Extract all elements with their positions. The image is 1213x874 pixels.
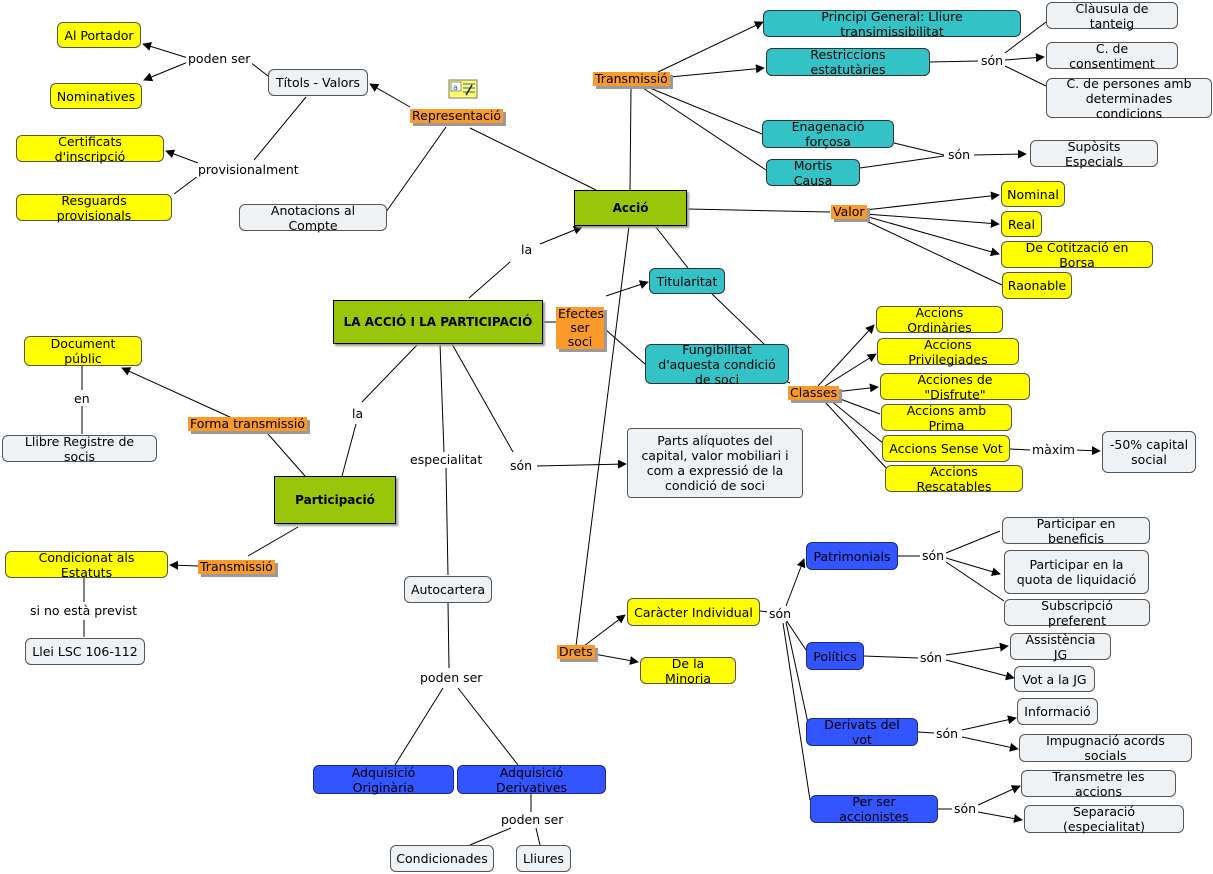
- titularitat-node[interactable]: Titularitat: [649, 268, 725, 294]
- son-derivats-label: són: [934, 726, 961, 741]
- transmetre-node[interactable]: Transmetre les accions: [1021, 769, 1176, 799]
- enagenacio-node[interactable]: Enagenació forçosa: [762, 119, 894, 149]
- acciones-disfrute-node[interactable]: Acciones de "Disfrute": [880, 372, 1030, 402]
- patrimonials-node[interactable]: Patrimonials: [806, 542, 898, 570]
- assistencia-jg-node[interactable]: Assistència JG: [1010, 632, 1111, 662]
- c-persones-node[interactable]: C. de persones amb determinades condicio…: [1046, 76, 1212, 121]
- c-consentiment-node[interactable]: C. de consentiment: [1046, 41, 1178, 71]
- fungibilitat-node[interactable]: Fungibilitat d'aquesta condició de soci: [645, 342, 789, 387]
- nominatives-node[interactable]: Nominatives: [50, 83, 142, 109]
- nominal-node[interactable]: Nominal: [1001, 181, 1065, 207]
- mortis-causa-node[interactable]: Mortis Causa: [766, 158, 860, 188]
- especialitat-label: especialitat: [408, 452, 485, 467]
- accio-node[interactable]: Acció: [574, 190, 687, 226]
- accions-rescatables-node[interactable]: Accions Rescatables: [885, 464, 1023, 494]
- en-label: en: [72, 391, 92, 406]
- la-participacio-label: la: [350, 406, 366, 421]
- text-document-icon[interactable]: a: [448, 79, 478, 99]
- restriccions-node[interactable]: Restriccions estatutàries: [766, 47, 930, 77]
- transmissio-top-label: Transmissió: [593, 71, 670, 86]
- participacio-node[interactable]: Participació: [274, 476, 396, 524]
- llei-lsc-node[interactable]: Llei LSC 106-112: [25, 638, 145, 665]
- participar-quota-node[interactable]: Participar en la quota de liquidació: [1004, 550, 1149, 594]
- participar-beneficis-node[interactable]: Participar en beneficis: [1002, 516, 1150, 546]
- maxim-label: màxim: [1030, 442, 1077, 457]
- adquisicio-originaria-node[interactable]: Adquisició Originària: [313, 765, 454, 795]
- al-portador-node[interactable]: Al Portador: [57, 22, 141, 48]
- son-caracter-label: són: [767, 606, 794, 621]
- vot-jg-node[interactable]: Vot a la JG: [1014, 666, 1095, 692]
- representacio-label: Representació: [410, 108, 503, 123]
- accions-ordinaries-node[interactable]: Accions Ordinàries: [876, 305, 1003, 335]
- forma-transmissio-label: Forma transmissió: [188, 416, 308, 431]
- politics-node[interactable]: Polítics: [806, 642, 864, 670]
- son-restriccions-label: són: [979, 53, 1006, 68]
- accions-prima-node[interactable]: Accions amb Prima: [881, 403, 1012, 433]
- document-public-node[interactable]: Document públic: [24, 336, 142, 366]
- main-concept-node[interactable]: LA ACCIÓ I LA PARTICIPACIÓ: [333, 300, 543, 344]
- principi-general-node[interactable]: Principi General: Lliure transimissibili…: [763, 9, 1021, 39]
- si-no-previst-label: si no està previst: [28, 603, 140, 618]
- per-ser-accionistes-node[interactable]: Per ser accionistes: [810, 794, 938, 824]
- valor-label: Valor: [831, 204, 867, 219]
- son-parts-label: són: [508, 458, 535, 473]
- llibre-registre-node[interactable]: Llibre Registre de socis: [2, 434, 157, 464]
- svg-text:a: a: [453, 83, 458, 92]
- separacio-node[interactable]: Separació (especialitat): [1024, 804, 1184, 834]
- impugnacio-node[interactable]: Impugnació acords socials: [1019, 733, 1192, 763]
- autocartera-node[interactable]: Autocartera: [404, 576, 492, 603]
- classes-label: Classes: [788, 385, 840, 400]
- accions-sense-vot-node[interactable]: Accions Sense Vot: [882, 435, 1010, 462]
- accions-privilegiades-node[interactable]: Accions Privilegiades: [877, 337, 1019, 367]
- poden-ser-derivatives-label: poden ser: [499, 812, 566, 827]
- subscripcio-preferent-node[interactable]: Subscripció preferent: [1004, 598, 1150, 628]
- efectes-ser-soci-label: Efectes ser soci: [556, 306, 604, 349]
- cotitzacio-node[interactable]: De Cotització en Borsa: [1001, 240, 1153, 270]
- provisionalment-label: provisionalment: [196, 162, 301, 177]
- transmissio-participacio-label: Transmissió: [198, 559, 275, 574]
- son-politics-label: són: [918, 650, 945, 665]
- parts-aliquotes-node[interactable]: Parts alíquotes del capital, valor mobil…: [627, 428, 803, 498]
- real-node[interactable]: Real: [1001, 211, 1042, 237]
- derivats-vot-node[interactable]: Derivats del vot: [806, 717, 918, 747]
- resguards-node[interactable]: Resguards provisionals: [16, 193, 172, 223]
- menys50-node[interactable]: -50% capital social: [1102, 431, 1196, 473]
- anotacions-node[interactable]: Anotacions al Compte: [239, 203, 387, 233]
- raonable-node[interactable]: Raonable: [1002, 272, 1072, 299]
- lliures-node[interactable]: Lliures: [516, 845, 571, 872]
- informacio-node[interactable]: Informació: [1017, 698, 1098, 725]
- adquisicio-derivatives-node[interactable]: Adquisició Derivatives: [457, 765, 606, 795]
- caracter-individual-node[interactable]: Caràcter Individual: [627, 598, 760, 626]
- la-accio-label: la: [519, 242, 535, 257]
- certificats-node[interactable]: Certificats d'inscripció: [16, 134, 164, 164]
- son-patrimonials-label: són: [920, 548, 947, 563]
- poden-ser-label: poden ser: [186, 51, 253, 66]
- poden-ser-autocartera-label: poden ser: [418, 670, 485, 685]
- son-suposits-label: són: [946, 147, 973, 162]
- clausula-node[interactable]: Clàusula de tanteig: [1046, 1, 1178, 31]
- drets-label: Drets: [557, 644, 595, 659]
- suposits-node[interactable]: Supòsits Especials: [1030, 139, 1158, 169]
- condicionat-estatuts-node[interactable]: Condicionat als Estatuts: [5, 550, 168, 580]
- condicionades-node[interactable]: Condicionades: [390, 845, 494, 872]
- minoria-node[interactable]: De la Minoria: [640, 656, 736, 686]
- titols-valors-node[interactable]: Títols - Valors: [268, 69, 368, 96]
- son-per-ser-label: són: [952, 801, 979, 816]
